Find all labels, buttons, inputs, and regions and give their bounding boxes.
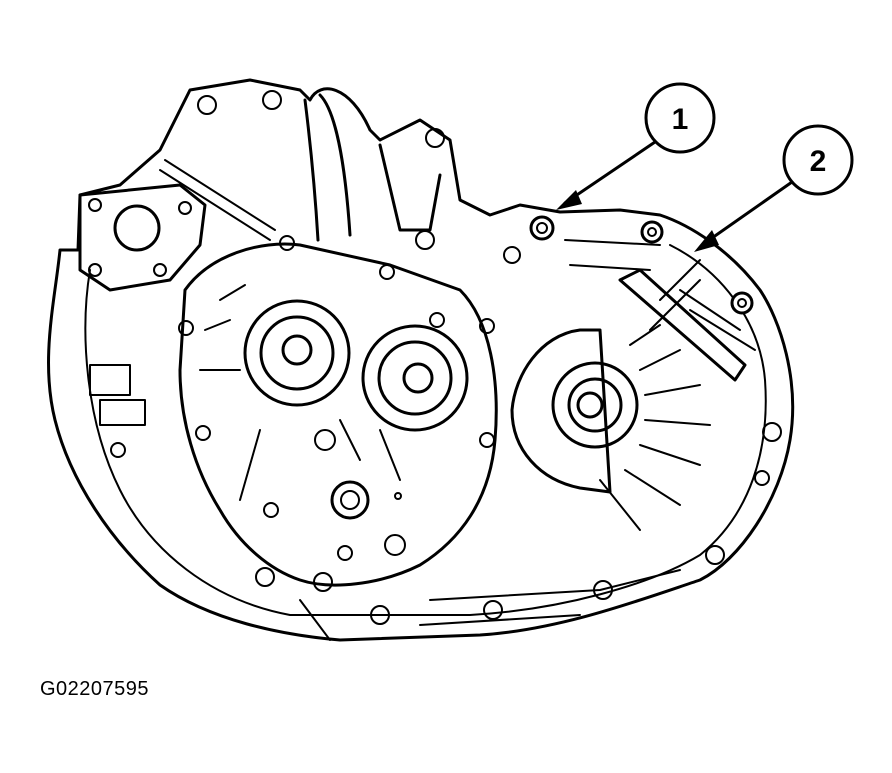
differential-section — [510, 239, 756, 531]
perimeter-bolts — [255, 215, 782, 625]
lower-lip — [299, 569, 681, 641]
callout-2-arrowhead — [694, 230, 719, 252]
figure-id-label: G02207595 — [40, 678, 150, 700]
upper-ears — [159, 90, 445, 242]
callout-2: 2 — [694, 124, 854, 252]
callout-1-label: 1 — [672, 103, 689, 136]
transaxle-housing — [47, 78, 795, 642]
callout-2-label: 2 — [810, 145, 827, 178]
gear-case-plate — [178, 235, 498, 587]
callout-1-arrowhead — [556, 190, 582, 210]
mounting-bracket — [78, 183, 207, 292]
callout-1: 1 — [556, 82, 716, 210]
left-panels — [89, 364, 146, 458]
